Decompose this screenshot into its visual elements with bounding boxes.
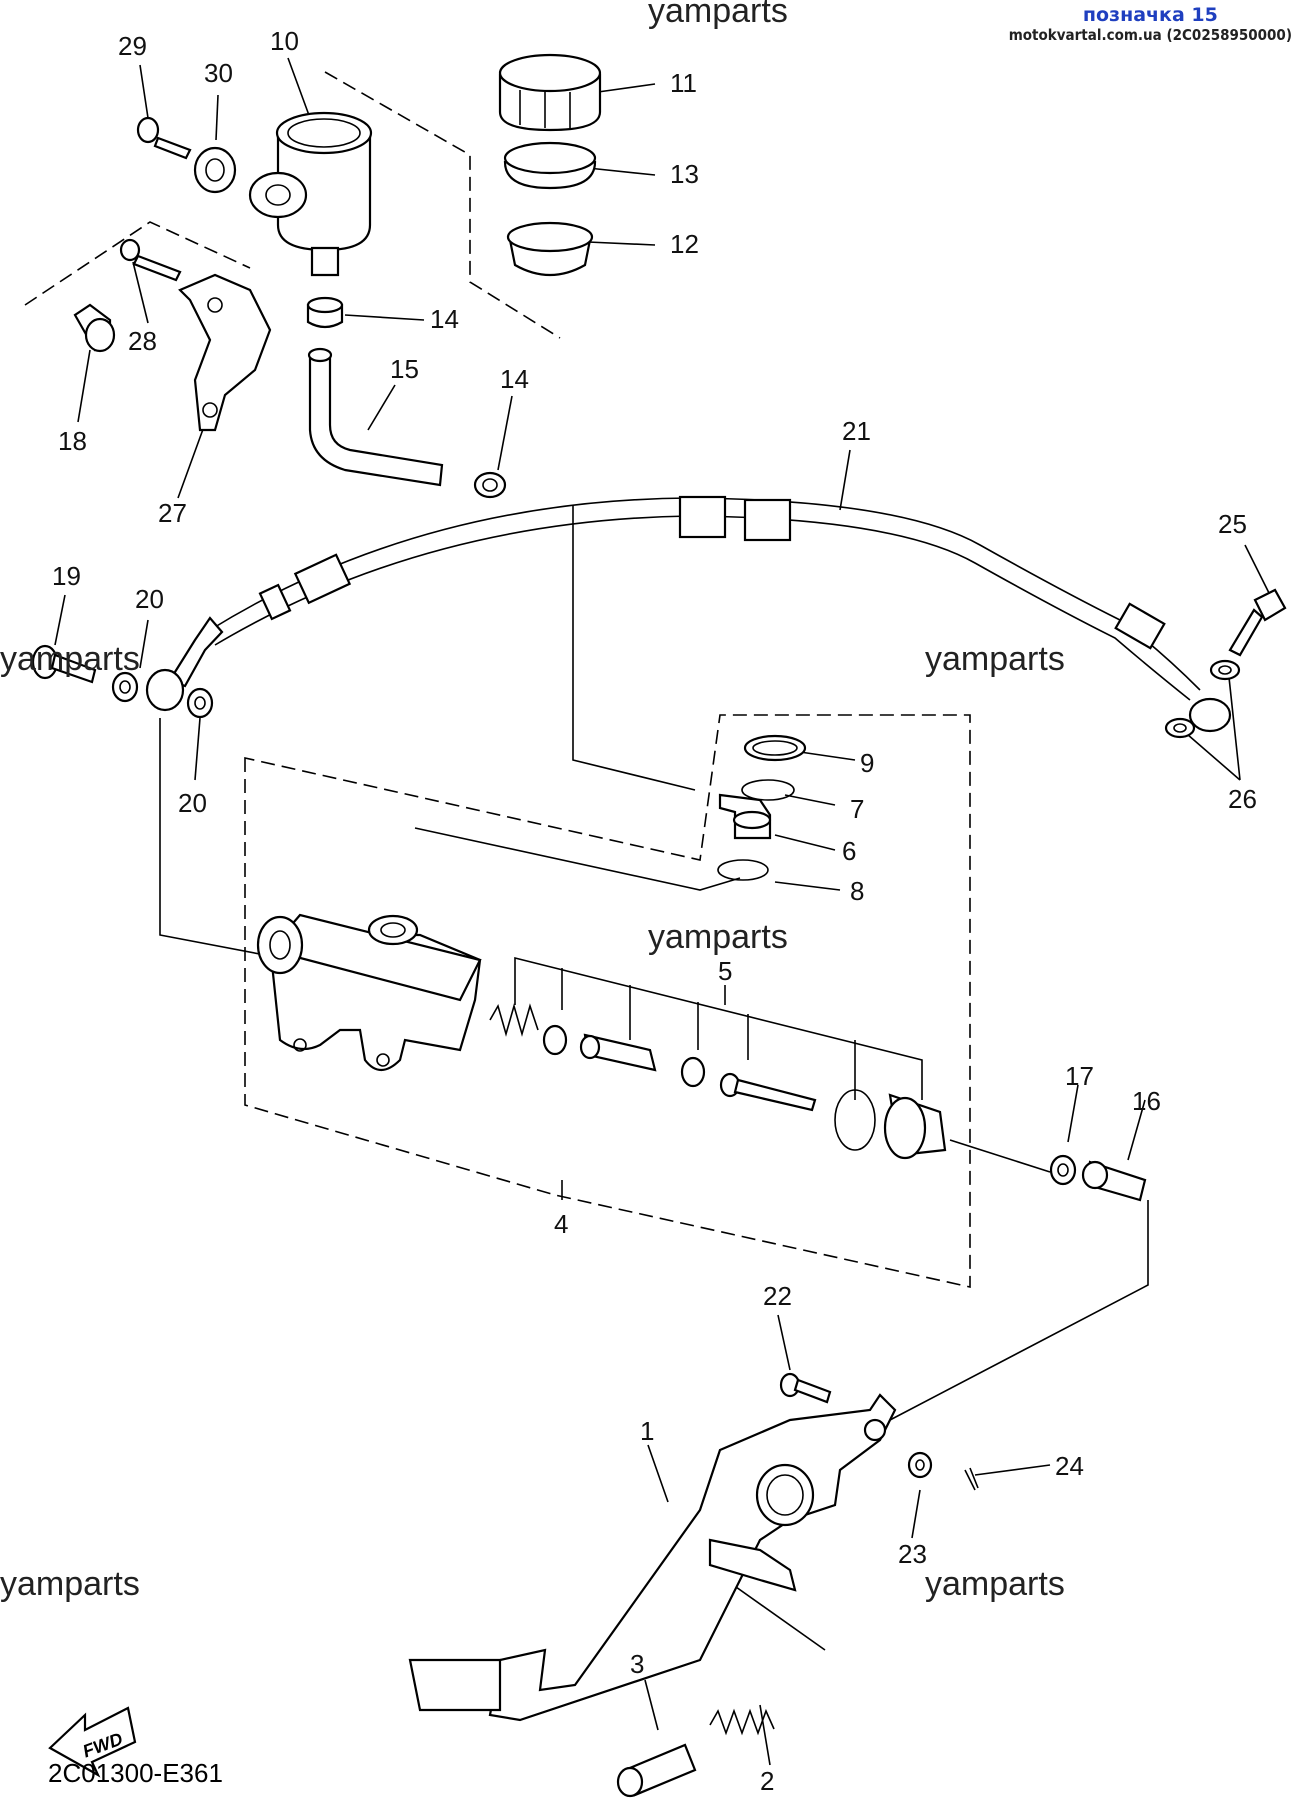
master-cylinder-body — [256, 913, 482, 1072]
diaphragm — [506, 221, 594, 276]
push-rod — [719, 1072, 817, 1112]
callout-20-upper: 20 — [135, 584, 164, 614]
watermark: yamparts — [925, 640, 1065, 678]
watermark: yamparts — [648, 0, 788, 30]
hose-15 — [307, 347, 444, 487]
boot — [883, 1093, 947, 1160]
reservoir-bracket-dash — [324, 71, 561, 339]
clamp-14-upper — [306, 296, 344, 329]
callout-18: 18 — [58, 426, 87, 456]
callout-29: 29 — [118, 31, 147, 61]
seal-9 — [743, 734, 807, 762]
callout-20-lower: 20 — [178, 788, 207, 818]
brake-hose-21 — [145, 495, 1232, 733]
callout-13: 13 — [670, 159, 699, 189]
collar-3 — [616, 1743, 697, 1798]
clamp-14-lower — [473, 471, 507, 499]
callout-9: 9 — [860, 748, 874, 778]
joint-6 — [718, 793, 772, 840]
bracket-27 — [178, 273, 272, 432]
callout-14-lower: 14 — [500, 364, 529, 394]
callout-14-upper: 14 — [430, 304, 459, 334]
watermarks: yamparts yamparts yamparts yamparts yamp… — [0, 0, 1065, 1603]
watermark: yamparts — [648, 918, 788, 956]
cup — [542, 1024, 568, 1056]
callout-24: 24 — [1055, 1451, 1084, 1481]
brake-pedal-1 — [408, 1393, 897, 1722]
callout-10: 10 — [270, 26, 299, 56]
callout-1: 1 — [640, 1416, 654, 1446]
callout-labels: 29 10 30 11 13 12 14 28 18 15 14 27 21 2… — [52, 26, 1257, 1796]
callout-30: 30 — [204, 58, 233, 88]
callout-4: 4 — [554, 1209, 568, 1239]
clevis-16 — [1081, 1160, 1147, 1202]
washer-20-left — [111, 671, 139, 703]
watermark: yamparts — [0, 640, 140, 678]
callout-17: 17 — [1065, 1061, 1094, 1091]
callout-2: 2 — [760, 1766, 774, 1796]
callout-11: 11 — [670, 68, 697, 98]
watermark: yamparts — [925, 1565, 1065, 1603]
assembly-box-4 — [244, 714, 971, 1288]
callout-16: 16 — [1132, 1086, 1161, 1116]
watermark: yamparts — [0, 1565, 140, 1603]
callout-15: 15 — [390, 354, 419, 384]
callout-21: 21 — [842, 416, 871, 446]
callout-6: 6 — [842, 836, 856, 866]
callout-3: 3 — [630, 1649, 644, 1679]
badge-subtitle: motokvartal.com.ua (2C0258950000) — [1008, 26, 1292, 44]
badge-title: позначка 15 — [1082, 4, 1218, 26]
piston — [579, 1033, 657, 1072]
bolt-29 — [136, 116, 192, 160]
callout-22: 22 — [763, 1281, 792, 1311]
callout-8: 8 — [850, 876, 864, 906]
callout-26: 26 — [1228, 784, 1257, 814]
callout-23: 23 — [898, 1539, 927, 1569]
cup-2 — [680, 1056, 706, 1088]
spring — [489, 1003, 539, 1037]
bolt-28 — [119, 238, 182, 282]
grommet-30 — [193, 146, 237, 194]
callout-19: 19 — [52, 561, 81, 591]
drawing-code: 2C01300-E361 — [48, 1758, 223, 1788]
reservoir-cap — [498, 53, 602, 132]
pin-22 — [779, 1372, 832, 1404]
reservoir-tank — [248, 111, 373, 277]
washer-20-right — [186, 687, 214, 719]
spring-2 — [709, 1708, 775, 1736]
callout-12: 12 — [670, 229, 699, 259]
bracket-dash-line — [24, 221, 251, 306]
oring-8 — [717, 859, 769, 881]
nut-17 — [1049, 1154, 1077, 1186]
fwd-arrow-icon: FWD — [48, 1706, 137, 1778]
bolt-19 — [31, 644, 97, 684]
callout-27: 27 — [158, 498, 187, 528]
circlip-7 — [741, 779, 795, 801]
callout-7: 7 — [850, 794, 864, 824]
callout-5: 5 — [718, 956, 732, 986]
cotter-pin-24 — [964, 1467, 979, 1491]
circlip-5 — [834, 1089, 876, 1151]
callout-25: 25 — [1218, 509, 1247, 539]
bolt-25 — [1228, 588, 1287, 657]
washers-26 — [1164, 659, 1241, 739]
source-badge: позначка 15 motokvartal.com.ua (2C025895… — [1009, 4, 1292, 44]
cap-plate — [503, 141, 597, 190]
collar-18 — [73, 303, 116, 353]
washer-23 — [907, 1451, 933, 1479]
callout-28: 28 — [128, 326, 157, 356]
